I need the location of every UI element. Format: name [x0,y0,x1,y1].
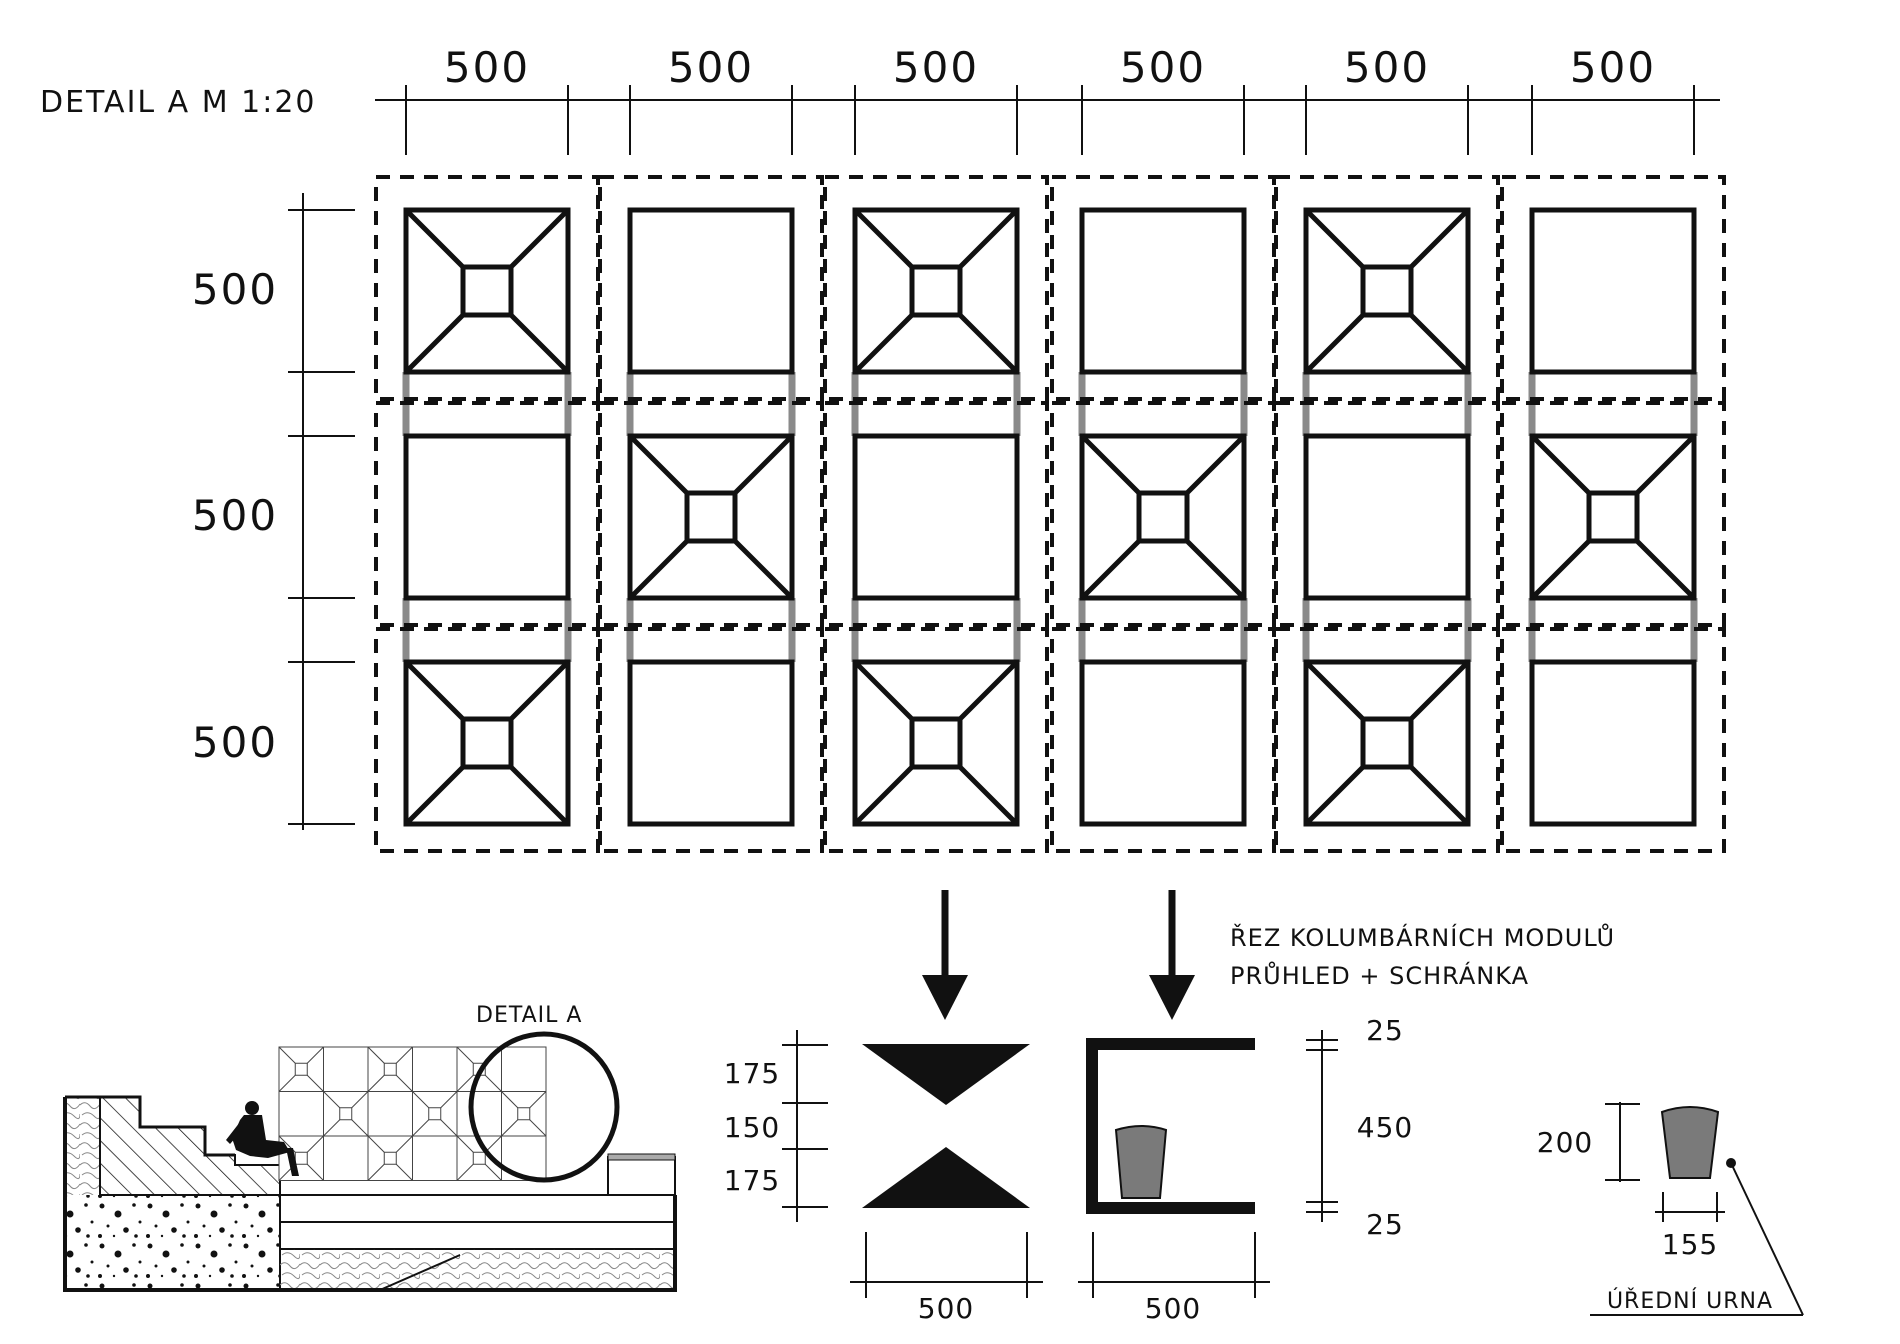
section-right-dim-1: 25 [1366,1014,1404,1047]
section-left-dim-3: 175 [724,1164,780,1197]
module-dashed-outline [1050,627,1276,853]
overview-module-wall [278,1046,547,1181]
top-dim-6: 500 [1570,43,1656,92]
framed-module-cell [627,433,795,601]
detail-a-circle [468,1031,620,1183]
mini-module-cell [501,1046,547,1092]
framed-module-cell [403,207,571,375]
module-dashed-outline [1050,401,1276,627]
plain-module-cell [1079,659,1247,827]
module-dashed-outline [1500,175,1726,401]
mini-module-cell [501,1135,547,1181]
urn-label: ÚŘEDNÍ URNA [1607,1288,1773,1314]
framed-module-cell [1529,433,1697,601]
urn-width-dim: 155 [1662,1228,1718,1261]
module-dashed-outline [374,175,600,401]
section-arrow-left [922,890,968,1020]
section-left-dim-2: 150 [724,1111,780,1144]
overview-section: DETAIL A [63,1003,677,1292]
module-dashed-outline [598,175,824,401]
plain-module-cell [1529,659,1697,827]
module-dashed-outline [1274,401,1500,627]
plain-module-cell [627,659,795,827]
section-urn [1114,1125,1168,1199]
module-dashed-outline [1274,627,1500,853]
module-dashed-outline [598,401,824,627]
top-dim-3: 500 [893,43,979,92]
top-dimension-labels: 500 500 500 500 500 500 [444,43,1656,92]
detail-title: DETAIL A M 1:20 [40,85,317,120]
framed-module-cell [403,659,571,827]
mini-module-cell [412,1135,458,1181]
module-dashed-outline [823,175,1049,401]
top-dimension-line [375,85,1720,155]
plain-module-cell [1303,433,1471,601]
section-right-width: 500 [1145,1292,1201,1325]
section-title-line2: PRŮHLED + SCHRÁNKA [1230,960,1529,990]
plain-module-cell [852,433,1020,601]
section-urn-compartment: 25 450 25 500 [1078,1014,1413,1325]
mini-module-cell [323,1091,369,1137]
plain-module-cell [627,207,795,375]
top-dim-2: 500 [668,43,754,92]
overview-detail-label: DETAIL A [476,1003,582,1028]
framed-module-cell [1303,207,1471,375]
framed-module-cell [852,207,1020,375]
top-dim-5: 500 [1344,43,1430,92]
mini-module-cell [412,1091,458,1137]
section-left-width: 500 [918,1292,974,1325]
module-dashed-outline [598,627,824,853]
mini-module-cell [278,1135,324,1181]
section-viewthrough-module: 175 150 175 500 [724,1030,1043,1325]
mini-module-cell [323,1046,369,1092]
side-dim-1: 500 [192,265,278,314]
module-dashed-outline [823,401,1049,627]
mini-module-cell [501,1091,547,1137]
seated-person-figure [226,1101,299,1176]
module-dashed-outlines [374,175,1726,853]
module-dashed-outline [1500,401,1726,627]
columbarium-module-grid [403,207,1697,827]
urn-shape [1660,1106,1720,1179]
mini-module-cell [278,1046,324,1092]
module-dashed-outline [374,401,600,627]
section-arrow-right [1149,890,1195,1020]
side-dim-3: 500 [192,718,278,767]
module-dashed-outline [1500,627,1726,853]
mini-module-cell [278,1091,324,1137]
module-dashed-outline [374,627,600,853]
framed-module-cell [1079,433,1247,601]
module-dashed-outline [823,627,1049,853]
module-dashed-outline [1274,175,1500,401]
section-right-dim-3: 25 [1366,1208,1404,1241]
plain-module-cell [403,433,571,601]
mini-module-cell [323,1135,369,1181]
framed-module-cell [852,659,1020,827]
module-dashed-outline [1050,175,1276,401]
plain-module-cell [1079,207,1247,375]
top-dim-4: 500 [1120,43,1206,92]
plain-module-cell [1529,207,1697,375]
mini-module-cell [456,1091,502,1137]
side-dimension-labels: 500 500 500 [192,265,278,767]
mini-module-cell [412,1046,458,1092]
urn-height-dim: 200 [1537,1126,1593,1159]
mini-module-cell [367,1046,413,1092]
mini-module-cell [367,1091,413,1137]
top-dim-1: 500 [444,43,530,92]
section-right-dim-2: 450 [1357,1111,1413,1144]
side-dimension-line [288,193,355,830]
mini-module-cell [367,1135,413,1181]
section-title-line1: ŘEZ KOLUMBÁRNÍCH MODULŮ [1230,922,1615,952]
framed-module-cell [1303,659,1471,827]
side-dim-2: 500 [192,491,278,540]
official-urn-detail: 200 155 ÚŘEDNÍ URNA [1537,1102,1804,1316]
section-left-dim-1: 175 [724,1057,780,1090]
